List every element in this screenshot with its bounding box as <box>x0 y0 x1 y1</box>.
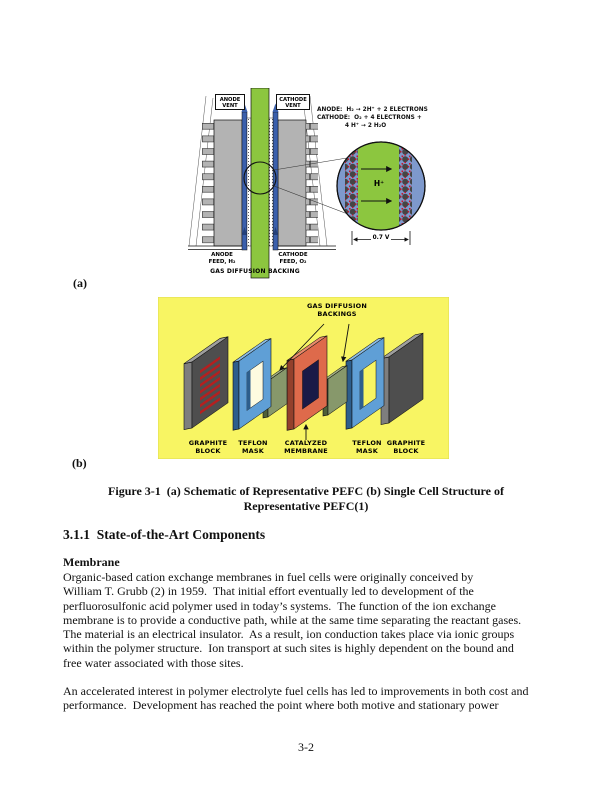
graphite-block-right <box>380 332 424 425</box>
zoom-circle <box>243 161 277 195</box>
figure-b-letter: (b) <box>72 456 87 470</box>
inset-circle <box>336 141 426 231</box>
teflon-mask-left <box>232 338 272 431</box>
teflon-mask-right <box>345 337 385 430</box>
voltage-label: 0.7 V <box>372 235 390 241</box>
flow-field-right <box>277 119 318 247</box>
graphite-block-left <box>183 336 229 430</box>
anode-reaction-text: ANODE: H₂ → 2H⁺ + 2 ELECTRONS <box>317 107 428 113</box>
section-heading: 3.1.1 State-of-the-Art Components <box>63 527 266 542</box>
anode-vent-label: ANODE VENT <box>215 94 245 110</box>
page-number: 3-2 <box>298 740 314 754</box>
voltage-dimension <box>351 231 411 245</box>
paragraph-accelerated-interest: An accelerated interest in polymer elect… <box>63 684 529 713</box>
graphite-block-left-label: GRAPHITE BLOCK <box>188 439 228 455</box>
figure-a-drawing <box>188 88 426 279</box>
inset-catalyst-left <box>345 142 358 230</box>
feed-lines <box>188 245 336 250</box>
paragraph-membrane: Organic-based cation exchange membranes … <box>63 570 522 670</box>
gas-diffusion-backings-label: GAS DIFFUSION BACKINGS <box>307 302 367 318</box>
figure-b-drawing <box>158 297 449 459</box>
graphite-block-right-label: GRAPHITE BLOCK <box>386 439 426 455</box>
catalyzed-membrane-label: CATALYZED MEMBRANE <box>284 439 328 455</box>
membrane-strip <box>250 88 270 279</box>
cathode-reaction-text-2: 4 H⁺ → 2 H₂O <box>345 123 387 129</box>
membrane-subheading: Membrane <box>63 555 120 569</box>
proton-flow-arrows <box>361 165 393 205</box>
flow-field-left <box>202 119 243 247</box>
figure-a-letter: (a) <box>73 276 87 290</box>
teflon-mask-left-label: TEFLON MASK <box>238 439 268 455</box>
cathode-reaction-text-1: CATHODE: O₂ + 4 ELECTRONS + <box>317 115 422 121</box>
zoom-connector-lines <box>273 156 354 217</box>
anode-feed-label: ANODE FEED, H₂ <box>208 252 236 265</box>
catalyzed-membrane <box>286 335 328 431</box>
flow-channel-stripes <box>200 356 220 415</box>
h-ion-label: H⁺ <box>373 179 385 188</box>
cathode-feed-label: CATHODE FEED, O₂ <box>278 252 308 265</box>
figure-a-schematic: ANODE VENT CATHODE VENT ANODE: H₂ → 2H⁺ … <box>184 88 440 282</box>
gas-diffusion-backing-label: GAS DIFFUSION BACKING <box>210 268 300 275</box>
inset-catalyst-right <box>399 142 412 230</box>
teflon-mask-right-label: TEFLON MASK <box>352 439 382 455</box>
figure-caption: Figure 3-1 (a) Schematic of Representati… <box>108 484 504 513</box>
inset-membrane <box>358 142 399 230</box>
backing-callout-arrows <box>279 323 350 371</box>
cathode-vent-label: CATHODE VENT <box>276 94 310 110</box>
figure-b-cell-structure: GAS DIFFUSION BACKINGS GRAPHITE BLOCK TE… <box>158 297 449 459</box>
